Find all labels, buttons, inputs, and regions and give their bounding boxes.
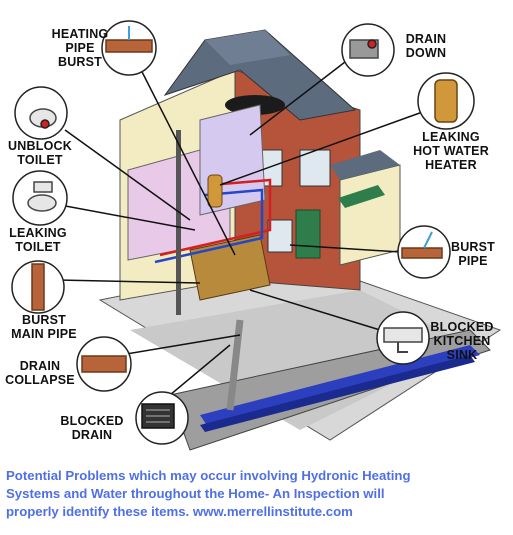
label-burst-pipe: BURST PIPE: [448, 240, 498, 268]
label-line: TOILET: [15, 240, 61, 254]
label-line: HOT WATER: [413, 144, 489, 158]
burst-pipe-icon: [397, 225, 451, 279]
label-line: BURST: [450, 240, 496, 254]
label-leaking-toilet: LEAKING TOILET: [4, 226, 72, 254]
label-heating-pipe-burst: HEATING PIPE BURST: [44, 27, 116, 69]
drain-collapse-icon: [76, 336, 132, 392]
label-line: BURST: [21, 313, 67, 327]
heating-pipe-burst-icon: [101, 20, 157, 76]
leaking-toilet-icon: [12, 170, 68, 226]
label-line: PIPE: [458, 254, 488, 268]
label-line: HEATING: [51, 27, 109, 41]
burst-main-pipe-icon: [11, 260, 65, 314]
caption-line: Systems and Water throughout the Home- A…: [6, 486, 385, 501]
label-line: COLLAPSE: [5, 373, 75, 387]
caption: Potential Problems which may occur invol…: [6, 467, 506, 521]
label-line: LEAKING: [422, 130, 480, 144]
label-blocked-drain: BLOCKED DRAIN: [56, 414, 128, 442]
label-leaking-hot-water-heater: LEAKING HOT WATER HEATER: [408, 130, 494, 172]
callout-icons: [11, 20, 475, 445]
blocked-kitchen-sink-icon: [376, 311, 430, 365]
label-line: MAIN PIPE: [11, 327, 77, 341]
label-line: UNBLOCK: [8, 139, 72, 153]
label-line: SINK: [446, 348, 478, 362]
drain-down-icon: [341, 23, 395, 77]
label-line: DRAIN: [71, 428, 113, 442]
unblock-toilet-icon: [14, 86, 68, 140]
blocked-drain-icon: [135, 391, 189, 445]
caption-line: Potential Problems which may occur invol…: [6, 468, 411, 483]
leaking-hot-water-heater-icon: [417, 72, 475, 130]
label-line: BLOCKED: [430, 320, 494, 334]
label-line: PIPE: [65, 41, 95, 55]
label-unblock-toilet: UNBLOCK TOILET: [2, 139, 78, 167]
label-line: DRAIN: [405, 32, 447, 46]
label-line: TOILET: [17, 153, 63, 167]
label-line: HEATER: [425, 158, 477, 172]
label-line: BURST: [57, 55, 103, 69]
label-drain-down: DRAIN DOWN: [398, 32, 454, 60]
label-blocked-kitchen-sink: BLOCKED KITCHEN SINK: [428, 320, 496, 362]
label-burst-main-pipe: BURST MAIN PIPE: [4, 313, 84, 341]
label-drain-collapse: DRAIN COLLAPSE: [2, 359, 78, 387]
ground-cutaway: [98, 259, 502, 451]
label-line: KITCHEN: [433, 334, 491, 348]
label-line: DRAIN: [19, 359, 61, 373]
caption-line: properly identify these items. www.merre…: [6, 504, 353, 519]
leader-lines: [57, 51, 429, 396]
label-line: LEAKING: [9, 226, 67, 240]
label-line: DOWN: [405, 46, 447, 60]
label-line: BLOCKED: [60, 414, 124, 428]
house: [119, 29, 401, 411]
